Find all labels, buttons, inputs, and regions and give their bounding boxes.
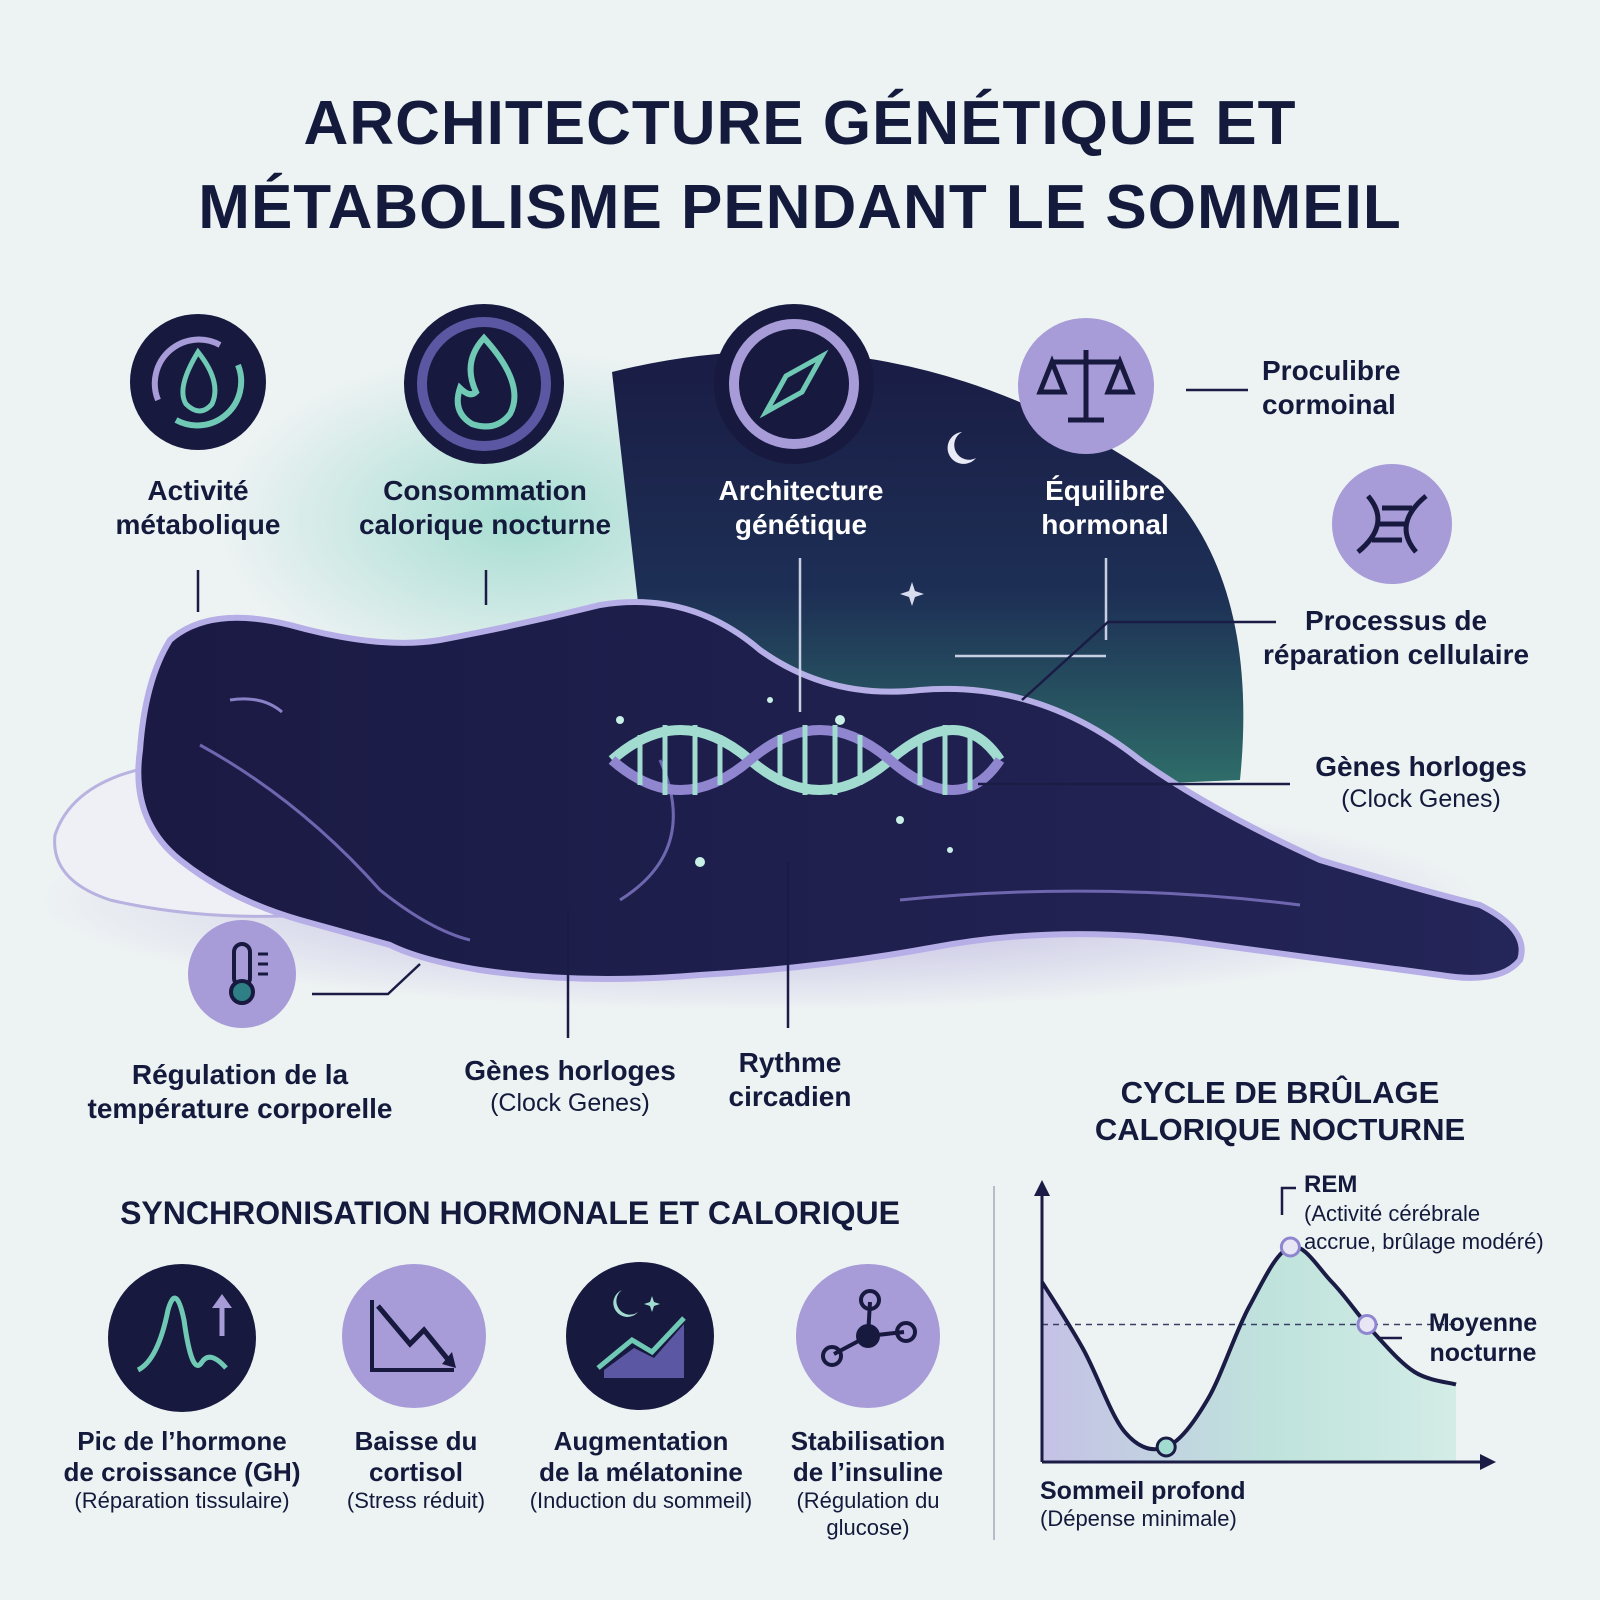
chart-area-fill (1042, 1246, 1456, 1462)
label-line: Processus de (1304, 605, 1488, 636)
label-proculibre-cormoinal: Proculibre cormoinal (1262, 354, 1502, 421)
label-line: Gènes horloges (464, 1055, 676, 1086)
molecule-icon (796, 1264, 940, 1408)
chart-title-line: CYCLE DE BRÛLAGE (1120, 1075, 1440, 1110)
label-regulation-temperature: Régulation de la température corporelle (60, 1058, 420, 1125)
compass-icon (714, 304, 874, 464)
label-line: Baisse du (354, 1426, 478, 1456)
annotation-line: Sommeil profond (1040, 1477, 1246, 1505)
balance-scale-icon (1018, 318, 1154, 454)
calorie-cycle-chart (1034, 1180, 1496, 1470)
label-reparation-cellulaire: Processus de réparation cellulaire (1236, 604, 1556, 671)
chart-x-axis-arrow (1480, 1454, 1496, 1470)
chart-series-line (1040, 1244, 1457, 1452)
hormone-card-insuline: Stabilisation de l’insuline (Régulation … (778, 1426, 958, 1541)
dna-helix (608, 697, 1005, 867)
annotation-line: (Dépense minimale) (1040, 1506, 1237, 1531)
flame-icon (404, 304, 564, 464)
label-line: Consommation (383, 475, 587, 506)
star-icon (900, 582, 924, 606)
chart-marker-average (1356, 1314, 1378, 1335)
label-line: (Clock Genes) (490, 1088, 650, 1117)
annotation-line: accrue, brûlage modéré) (1304, 1228, 1544, 1254)
label-line: métabolique (115, 508, 281, 540)
growth-peak-icon (108, 1264, 256, 1412)
chart-marker-deep-sleep (1155, 1436, 1177, 1458)
label-equilibre-hormonal: Équilibre hormonal (1000, 474, 1210, 541)
moon-icon (947, 432, 976, 464)
label-line: cormoinal (1262, 388, 1396, 420)
hormone-card-cortisol: Baisse du cortisol (Stress réduit) (326, 1426, 506, 1515)
label-line: Rythme (738, 1047, 842, 1078)
label-line: (Clock Genes) (1341, 784, 1501, 813)
label-line: circadien (728, 1080, 852, 1112)
label-line: Proculibre (1262, 355, 1401, 386)
label-line: (Régulation du (796, 1488, 940, 1514)
chart-annotation-average: Moyenne nocturne (1408, 1308, 1558, 1368)
title-line-2: MÉTABOLISME PENDANT LE SOMMEIL (198, 172, 1402, 242)
label-consommation-calorique: Consommation calorique nocturne (330, 474, 640, 541)
label-line: calorique nocturne (358, 508, 612, 540)
annotation-line: (Activité cérébrale (1304, 1201, 1481, 1226)
page-title: ARCHITECTURE GÉNÉTIQUE ET MÉTABOLISME PE… (0, 82, 1600, 249)
label-line: réparation cellulaire (1262, 638, 1530, 670)
label-line: température corporelle (87, 1092, 393, 1124)
chart-annotation-rem: REM (Activité cérébrale accrue, brûlage … (1304, 1170, 1584, 1255)
label-line: Équilibre (1045, 475, 1165, 506)
label-rythme-circadien: Rythme circadien (700, 1046, 880, 1113)
hormone-card-gh: Pic de l’hormone de croissance (GH) (Rép… (62, 1426, 302, 1515)
chart-title-line: CALORIQUE NOCTURNE (1094, 1112, 1466, 1148)
thermometer-icon (188, 920, 296, 1028)
label-line: cortisol (369, 1457, 463, 1488)
chart-title: CYCLE DE BRÛLAGE CALORIQUE NOCTURNE (1070, 1074, 1490, 1148)
label-genes-horloges-right: Gènes horloges (Clock Genes) (1296, 750, 1546, 814)
label-line: Régulation de la (131, 1059, 349, 1090)
label-line: Augmentation (553, 1426, 729, 1456)
hormone-card-melatonine: Augmentation de la mélatonine (Induction… (508, 1426, 774, 1515)
label-line: hormonal (1041, 508, 1169, 540)
label-line: (Réparation tissulaire) (74, 1488, 290, 1514)
leader-lines (196, 388, 1402, 1340)
chart-annotation-deep-sleep: Sommeil profond (Dépense minimale) (1040, 1476, 1280, 1532)
annotation-line: REM (1304, 1171, 1358, 1198)
label-activite-metabolique: Activité métabolique (78, 474, 318, 541)
label-line: (Induction du sommeil) (529, 1488, 753, 1514)
metabolism-flame-cycle-icon (130, 314, 266, 450)
label-line: génétique (734, 508, 868, 540)
chart-marker-rem (1279, 1236, 1301, 1258)
moon-rise-icon (566, 1262, 714, 1410)
label-line: Stabilisation (790, 1426, 946, 1456)
label-line: (Stress réduit) (346, 1488, 486, 1514)
annotation-line: nocturne (1429, 1339, 1537, 1367)
label-line: de croissance (GH) (63, 1457, 301, 1488)
chart-y-axis-arrow (1034, 1180, 1050, 1196)
decline-chart-icon (342, 1264, 486, 1408)
label-genes-horloges-bottom: Gènes horloges (Clock Genes) (440, 1054, 700, 1118)
label-line: Gènes horloges (1315, 751, 1527, 782)
title-line-1: ARCHITECTURE GÉNÉTIQUE ET (303, 89, 1297, 158)
label-line: Architecture (718, 475, 884, 506)
section-title-hormones: SYNCHRONISATION HORMONALE ET CALORIQUE (120, 1195, 900, 1231)
label-line: glucose) (826, 1514, 910, 1540)
label-line: de l’insuline (792, 1457, 944, 1488)
annotation-line: Moyenne (1428, 1309, 1538, 1337)
dna-icon (1332, 464, 1452, 584)
label-line: Activité (147, 475, 249, 506)
label-architecture-genetique: Architecture génétique (686, 474, 916, 541)
label-line: de la mélatonine (539, 1457, 743, 1488)
label-line: Pic de l’hormone (77, 1426, 287, 1456)
